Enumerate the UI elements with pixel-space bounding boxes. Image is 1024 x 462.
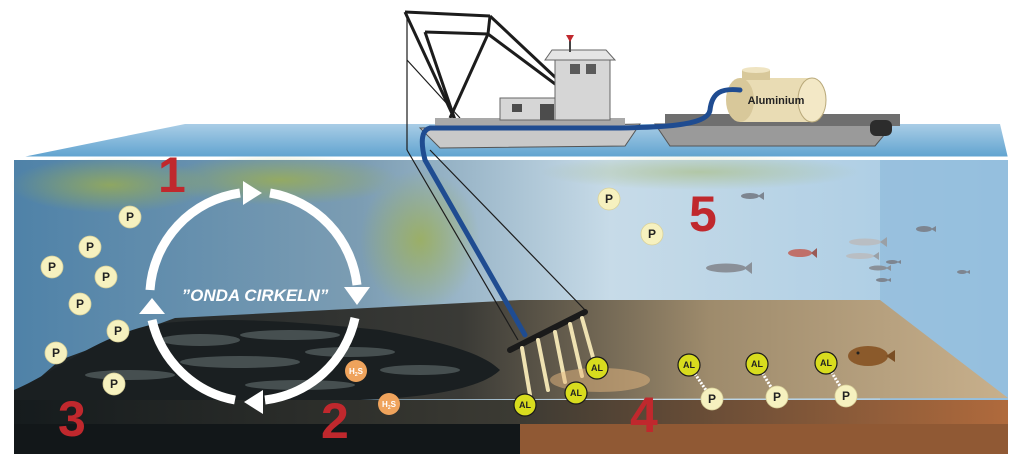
phosphorus-bubble: P <box>94 265 118 289</box>
phosphorus-bubble: P <box>44 341 68 365</box>
step-number-1: 1 <box>158 147 186 203</box>
tank-label: Aluminium <box>748 95 805 107</box>
phosphorus-label: P <box>773 390 781 404</box>
cycle-arc-top-left <box>145 188 241 291</box>
cycle-arc-bottom-left <box>147 318 236 405</box>
flounder-icon <box>848 346 895 366</box>
h2s-label: H2S <box>349 367 364 378</box>
phosphorus-label: P <box>48 260 56 274</box>
phosphorus-label: P <box>126 210 134 224</box>
cycle-arc-top-right <box>269 188 362 286</box>
phosphorus-label: P <box>114 324 122 338</box>
aluminium-bubbles: AL AL AL <box>513 356 609 417</box>
al-p-complex: AL P <box>677 353 724 411</box>
step-number-5: 5 <box>689 186 717 242</box>
h2s-label: H2S <box>382 400 397 411</box>
aluminium-label: AL <box>820 358 832 368</box>
aluminium-label: AL <box>683 360 695 370</box>
aluminium-bubble: AL <box>513 393 537 417</box>
phosphorus-bubble: P <box>118 205 142 229</box>
aluminium-label: AL <box>570 388 582 398</box>
fish-icon <box>741 192 764 200</box>
arrowhead-icon <box>344 287 370 305</box>
algae-haze <box>160 155 400 205</box>
arrowhead-icon <box>139 298 165 314</box>
fish-icon <box>876 278 891 282</box>
step-number-3: 3 <box>58 391 86 447</box>
phosphorus-label: P <box>52 346 60 360</box>
phosphorus-label: P <box>110 377 118 391</box>
phosphorus-bubble: P <box>40 255 64 279</box>
phosphorus-label: P <box>605 192 613 206</box>
phosphorus-label: P <box>842 389 850 403</box>
al-p-complex: AL P <box>745 352 789 409</box>
aluminium-phosphorus-bonds: AL P AL P AL P <box>677 351 858 411</box>
phosphorus-label: P <box>708 392 716 406</box>
fish-icon <box>846 252 879 260</box>
hydrogen-sulfide-bubbles: H2S H2S <box>345 360 400 415</box>
phosphorus-label: P <box>86 240 94 254</box>
arrowhead-icon <box>243 181 262 205</box>
aluminium-label: AL <box>591 363 603 373</box>
aluminium-label: AL <box>751 359 763 369</box>
cycle-arc-bottom-right <box>264 317 360 405</box>
algae-haze <box>540 154 860 190</box>
vicious-cycle <box>145 188 362 405</box>
fish-icon <box>706 262 752 274</box>
phosphorus-bubble: P <box>640 222 664 246</box>
fish-icon <box>849 237 887 247</box>
aluminium-label: AL <box>519 400 531 410</box>
tank-barge-icon: Aluminium <box>654 67 900 147</box>
phosphorus-bubble: P <box>68 292 92 316</box>
phosphorus-bubble: P <box>106 319 130 343</box>
rake-cable <box>406 149 519 341</box>
fish-icon <box>886 260 901 264</box>
step-number-4: 4 <box>630 387 658 443</box>
phosphorus-label: P <box>76 297 84 311</box>
sediment-front <box>14 400 1008 428</box>
cycle-label: ”ONDA CIRKELN” <box>182 286 329 305</box>
aluminium-bubble: AL <box>585 356 609 380</box>
al-p-complex: AL P <box>814 351 858 408</box>
step-number-2: 2 <box>321 393 349 449</box>
phosphorus-label: P <box>648 227 656 241</box>
h2s-bubble: H2S <box>378 393 400 415</box>
h2s-bubble: H2S <box>345 360 367 382</box>
arrowhead-icon <box>244 390 263 414</box>
fish-school <box>706 192 970 366</box>
aluminium-bubble: AL <box>564 381 588 405</box>
fish-icon <box>957 270 970 274</box>
algae-haze <box>360 170 480 310</box>
fish-icon <box>869 265 891 271</box>
phosphorus-bubble: P <box>78 235 102 259</box>
fish-icon <box>916 226 936 232</box>
phosphorus-label: P <box>102 270 110 284</box>
fish-icon <box>788 248 817 258</box>
algae-haze <box>10 157 210 213</box>
dosing-hose <box>419 87 743 338</box>
phosphorus-bubbles: P P P P P P P P P P <box>40 187 664 396</box>
sediment-bottom-right <box>520 424 1008 454</box>
phosphorus-bubble: P <box>102 372 126 396</box>
phosphorus-bubble: P <box>597 187 621 211</box>
rake-cable <box>429 149 586 311</box>
cycle-arrowheads <box>139 181 370 414</box>
